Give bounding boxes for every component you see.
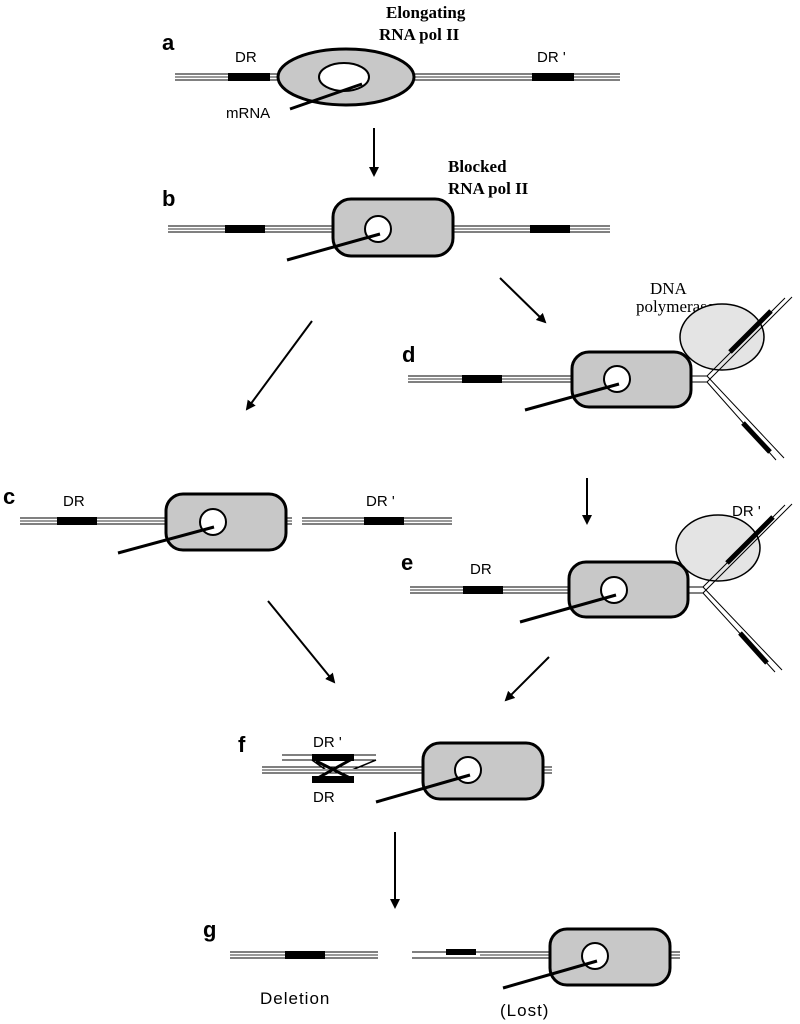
mrna-strand-g — [502, 959, 598, 990]
replication-fork-lower-e — [702, 586, 783, 673]
panel-e-letter: e — [401, 550, 413, 575]
dna-label: DNA — [650, 279, 688, 298]
arrow-c-to-f — [267, 600, 336, 684]
mrna-strand-d — [524, 382, 620, 412]
rna-pol-ii-label-b: RNA pol II — [448, 179, 529, 198]
arrow-b-to-c — [245, 320, 313, 411]
mrna-strand-e — [519, 593, 617, 624]
panel-f: f DR ' DR — [238, 732, 552, 806]
arrow-e-to-f — [504, 656, 550, 702]
dr-block-g-right — [446, 949, 476, 955]
dr-block-b-right — [530, 225, 570, 233]
dr-prime-block-f — [312, 754, 354, 761]
dr-label-c-left: DR — [63, 493, 85, 510]
panel-g-letter: g — [203, 917, 216, 942]
blocked-polymerase-g — [548, 927, 672, 987]
dr-label-a-left: DR — [235, 49, 257, 66]
panel-c: c DR DR ' — [3, 484, 452, 555]
blocked-polymerase-b — [331, 197, 455, 258]
lost-caption: (Lost) — [500, 1001, 549, 1020]
blocked-polymerase-e — [567, 560, 690, 619]
blocked-polymerase-f — [421, 741, 545, 801]
dr-block-c-left — [57, 517, 97, 525]
dr-label-e-left: DR — [470, 561, 492, 578]
replication-fork-upper-e — [702, 503, 793, 594]
panel-c-letter: c — [3, 484, 15, 509]
dr-block-a-right — [532, 73, 574, 81]
mrna-strand-a — [289, 82, 363, 111]
arrow-b-to-d — [499, 277, 547, 324]
dr-block-b-left — [225, 225, 265, 233]
panel-a: a Elongating RNA pol II DR DR ' mRNA — [162, 3, 620, 122]
rna-pol-ii-label-a: RNA pol II — [379, 25, 460, 44]
dr-label-f-bottom: DR — [313, 789, 335, 806]
blocked-label: Blocked — [448, 157, 507, 176]
panel-e: e DR DR ' — [401, 503, 793, 673]
panel-a-letter: a — [162, 30, 175, 55]
panel-d-letter: d — [402, 342, 415, 367]
replication-fork-upper-d — [706, 296, 793, 383]
deletion-caption: Deletion — [260, 989, 330, 1008]
dr-label-a-right: DR ' — [537, 49, 566, 66]
dr-label-f-top: DR ' — [313, 734, 342, 751]
dr-label-e-right: DR ' — [732, 503, 761, 520]
mrna-label: mRNA — [226, 105, 270, 122]
dr-block-e-left — [463, 586, 503, 594]
dr-block-a-left — [228, 73, 270, 81]
panel-d: d DNA polymerase — [402, 279, 793, 461]
elongating-label: Elongating — [386, 3, 466, 22]
mrna-strand-f — [375, 773, 471, 804]
dr-block-d-left — [462, 375, 502, 383]
mrna-strand-c — [117, 525, 215, 555]
dr-block-f — [312, 776, 354, 783]
panel-b-letter: b — [162, 186, 175, 211]
dr-block-g-left — [285, 951, 325, 959]
mrna-strand-b — [286, 232, 381, 262]
panel-g: g Deletion (Lost) — [203, 917, 680, 1020]
panel-f-letter: f — [238, 732, 246, 757]
blocked-polymerase-d — [570, 350, 693, 409]
dna-polymerase-enzyme-e — [675, 514, 761, 582]
dr-label-c-right: DR ' — [366, 493, 395, 510]
dna-polymerase-enzyme-d — [679, 303, 765, 371]
dr-block-c-right — [364, 517, 404, 525]
polymerase-active-site-a — [318, 62, 370, 92]
panel-b: b Blocked RNA pol II — [162, 157, 610, 262]
replication-fork-lower-d — [706, 375, 785, 461]
